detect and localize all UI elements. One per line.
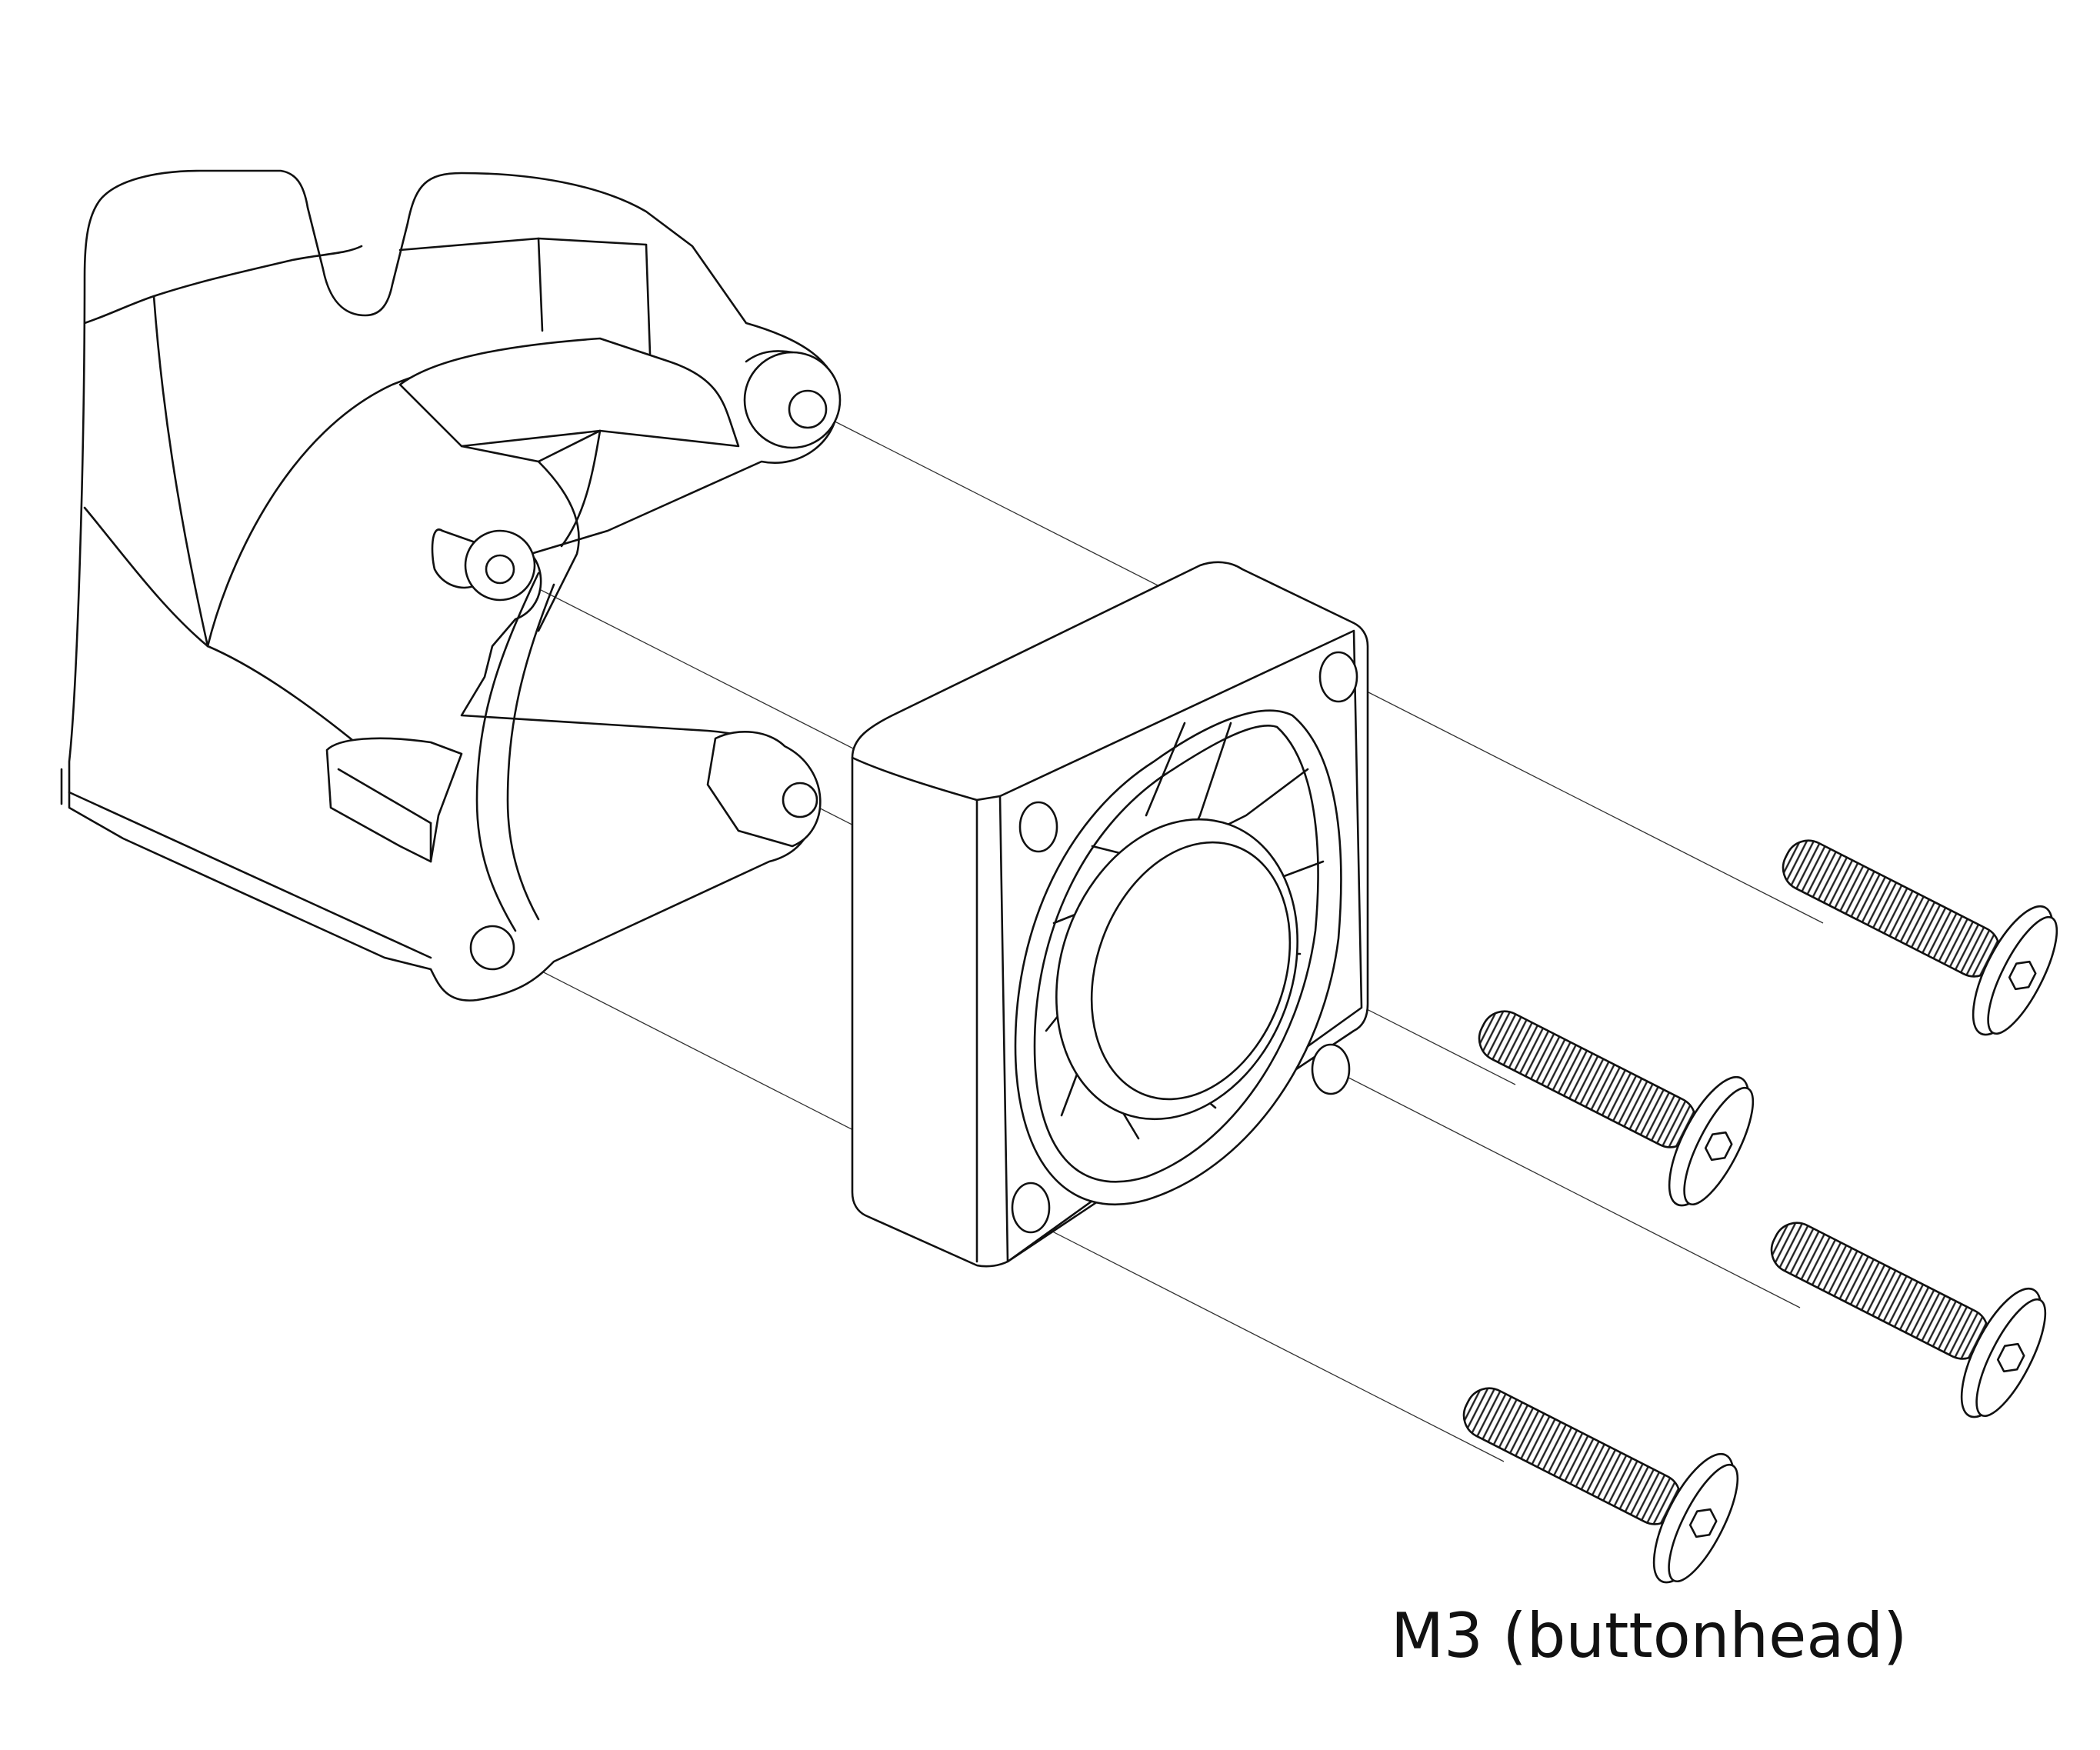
fan-duct (60, 169, 842, 1002)
axial-fan (851, 561, 1369, 1268)
m3-buttonhead-screw-3 (1742, 1173, 2062, 1432)
m3-buttonhead-screw-1 (1753, 791, 2074, 1049)
m3-buttonhead-screw-4 (1434, 1338, 1755, 1597)
screw-caption: M3 (buttonhead) (1391, 1600, 1908, 1672)
m3-buttonhead-screw-2 (1449, 962, 1770, 1220)
